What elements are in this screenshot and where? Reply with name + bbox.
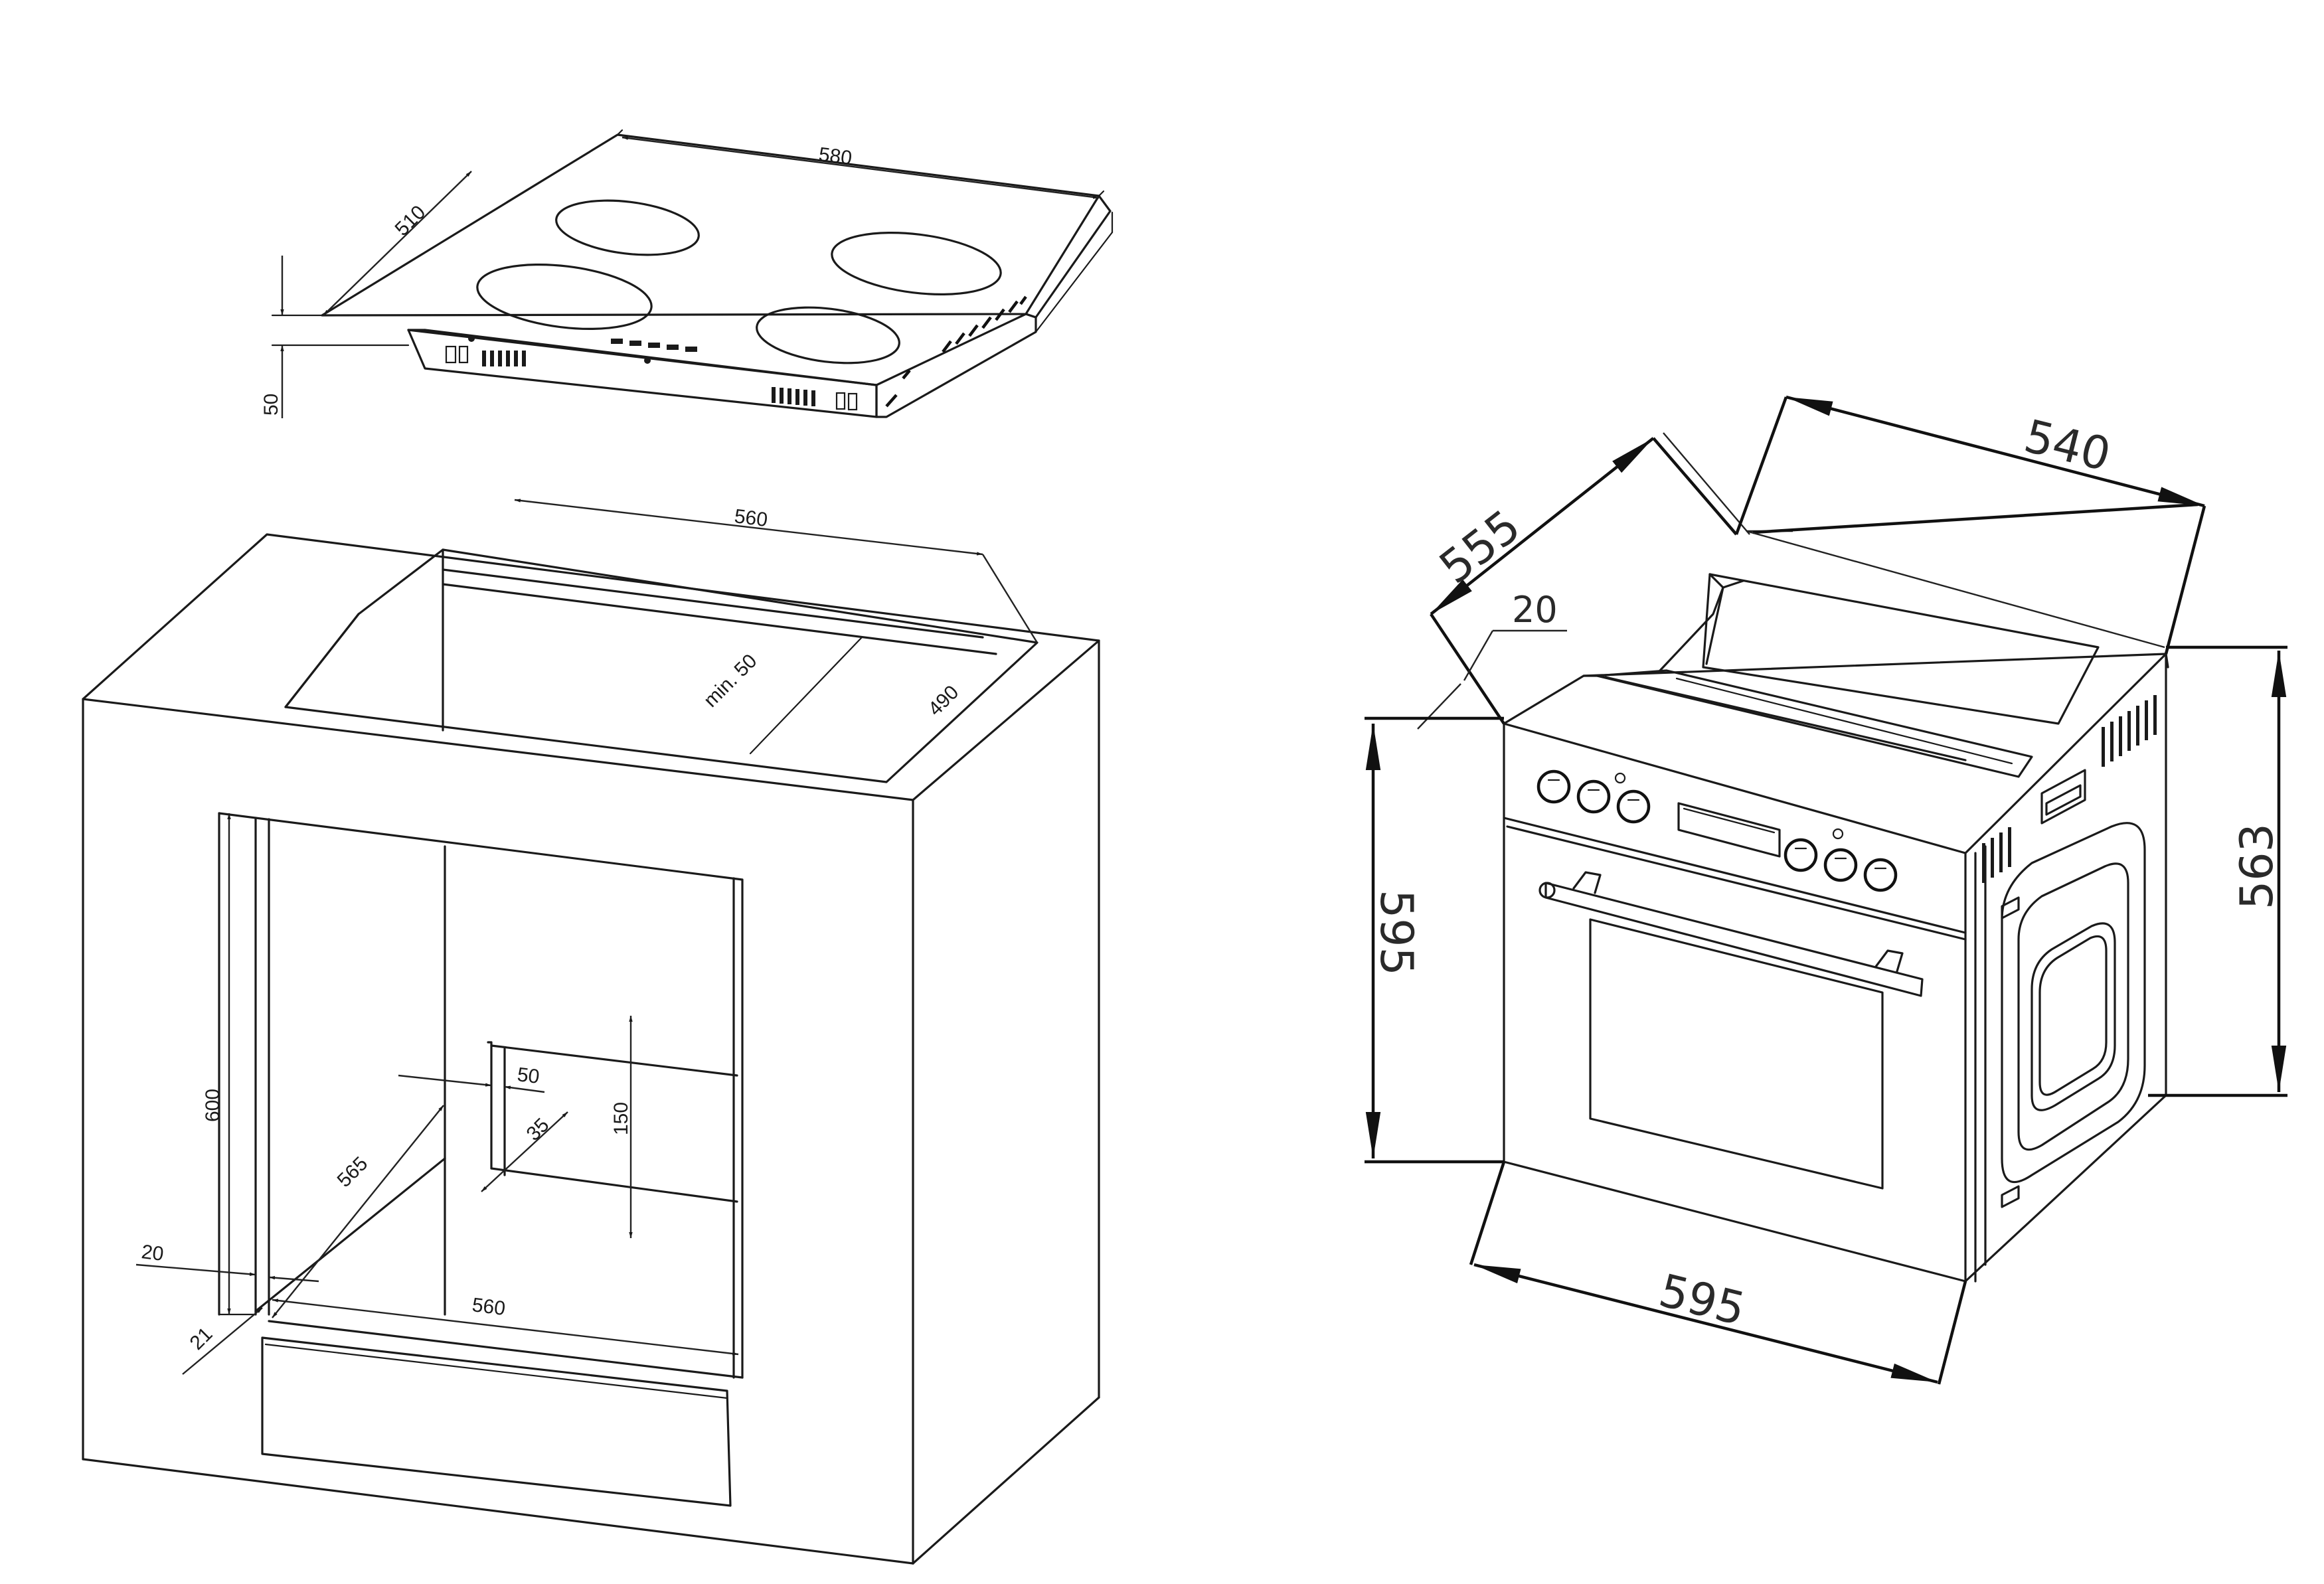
oven-front-offset-label: 20	[1512, 589, 1558, 631]
vent-width-label: 50	[516, 1064, 540, 1088]
hob-cooking-zones	[476, 199, 1002, 364]
oven-control-knobs	[1536, 769, 1898, 892]
oven-side-vents	[1982, 695, 2157, 1208]
cutout-depth-label: 490	[924, 681, 963, 720]
oven-front-width-label: 595	[1654, 1265, 1750, 1336]
vent-offset-label: 35	[523, 1114, 554, 1145]
oven-door-handle	[1538, 871, 1924, 997]
hob-side-vents	[885, 295, 1027, 408]
oven-display	[1677, 802, 1781, 858]
oven-door-window	[1589, 918, 1884, 1190]
oven-front-height-label: 595	[1370, 890, 1422, 976]
hob-height-label: 50	[260, 394, 282, 416]
vent-height-label: 150	[610, 1102, 632, 1135]
oven-depth-label: 555	[1430, 500, 1531, 594]
min-clearance-label: min. 50	[700, 650, 762, 712]
niche-width-label: 560	[471, 1294, 507, 1320]
oven-top-width-label: 540	[2019, 410, 2116, 482]
side-gap-label: 20	[140, 1241, 165, 1265]
oven-drawing: 540 555 20 595 595 563	[1365, 395, 2287, 1385]
cutout-width-label: 560	[733, 505, 769, 531]
cabinet-drawing: 560 490 min. 50 600 565 560 20 21 50 150…	[82, 499, 1100, 1565]
hob-control-slots	[445, 335, 858, 411]
niche-depth-label: 565	[333, 1152, 373, 1192]
oven-body-height-label: 563	[2231, 823, 2283, 910]
hob-depth-label: 510	[391, 201, 430, 240]
hob-drawing: 580 510 50	[260, 129, 1114, 418]
niche-height-label: 600	[202, 1089, 224, 1122]
hob-width-label: 580	[817, 143, 853, 169]
